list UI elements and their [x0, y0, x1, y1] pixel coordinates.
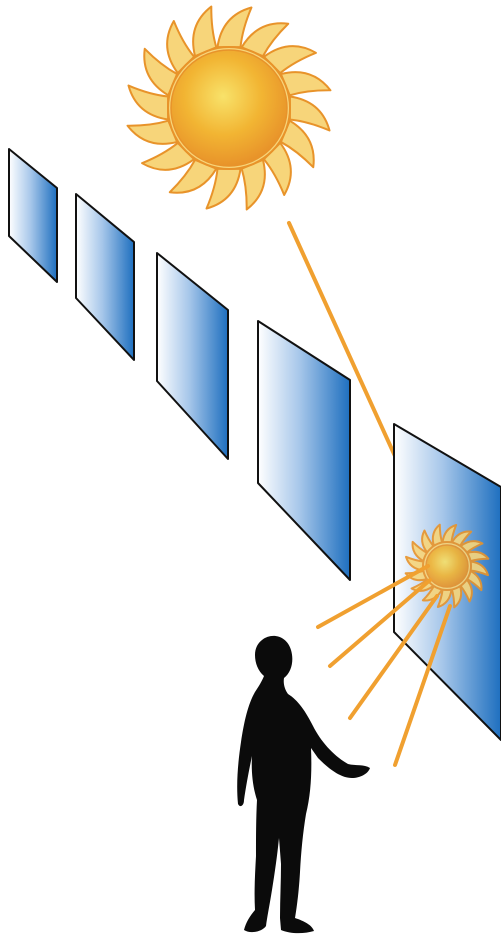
glass-panel-3 [157, 253, 228, 459]
glass-panel-4 [258, 321, 350, 580]
sun-core [171, 50, 287, 166]
glass-panels [9, 149, 501, 740]
sun-core [426, 545, 468, 587]
glass-panel-1 [9, 149, 57, 282]
person-silhouette [237, 636, 370, 933]
sun-icon [128, 7, 331, 210]
glass-panel-2 [76, 194, 134, 360]
